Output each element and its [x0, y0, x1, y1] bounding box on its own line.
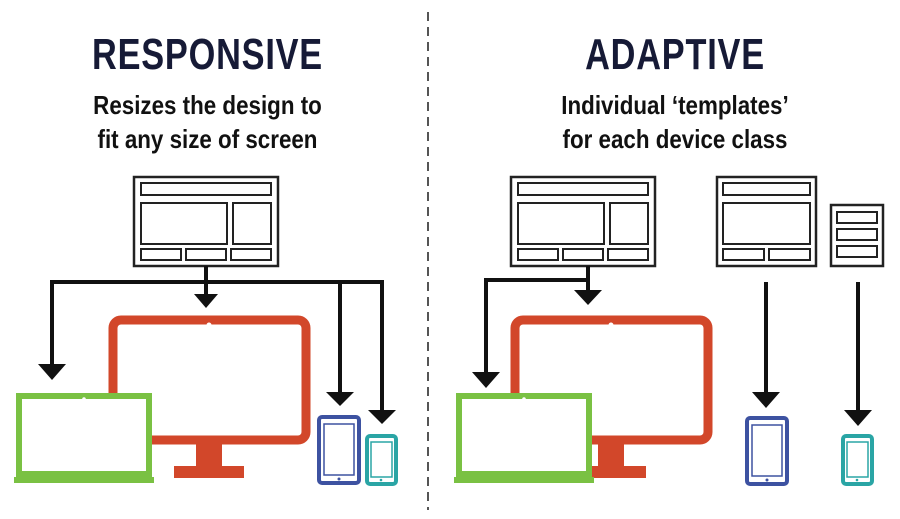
- tablet-icon: [317, 415, 361, 485]
- arrow-down-icon: [38, 294, 396, 424]
- adaptive-title: ADAPTIVE: [585, 30, 765, 79]
- adaptive-subtitle-line-1: Individual ‘templates’: [561, 90, 789, 120]
- adaptive-subtitle-line-2: for each device class: [562, 124, 788, 154]
- responsive-subtitle: Resizes the design to fit any size of sc…: [29, 88, 386, 156]
- tablet-icon: [745, 416, 789, 486]
- desktop-monitor-icon: [510, 315, 713, 478]
- laptop-icon: [14, 393, 154, 483]
- wireframe-template-icon: [829, 203, 885, 268]
- wireframe-template-icon: [132, 175, 280, 268]
- wireframe-template-icon: [509, 175, 657, 268]
- phone-icon: [841, 434, 874, 486]
- responsive-subtitle-line-2: fit any size of screen: [97, 124, 318, 154]
- responsive-title: RESPONSIVE: [92, 30, 323, 79]
- phone-icon: [365, 434, 398, 486]
- adaptive-connectors: [484, 266, 860, 410]
- adaptive-subtitle: Individual ‘templates’ for each device c…: [494, 88, 855, 156]
- desktop-monitor-icon: [108, 315, 311, 478]
- responsive-connectors: [50, 266, 384, 410]
- responsive-subtitle-line-1: Resizes the design to: [93, 90, 322, 120]
- laptop-icon: [454, 393, 594, 483]
- wireframe-template-icon: [715, 175, 818, 268]
- arrow-down-icon: [472, 290, 872, 426]
